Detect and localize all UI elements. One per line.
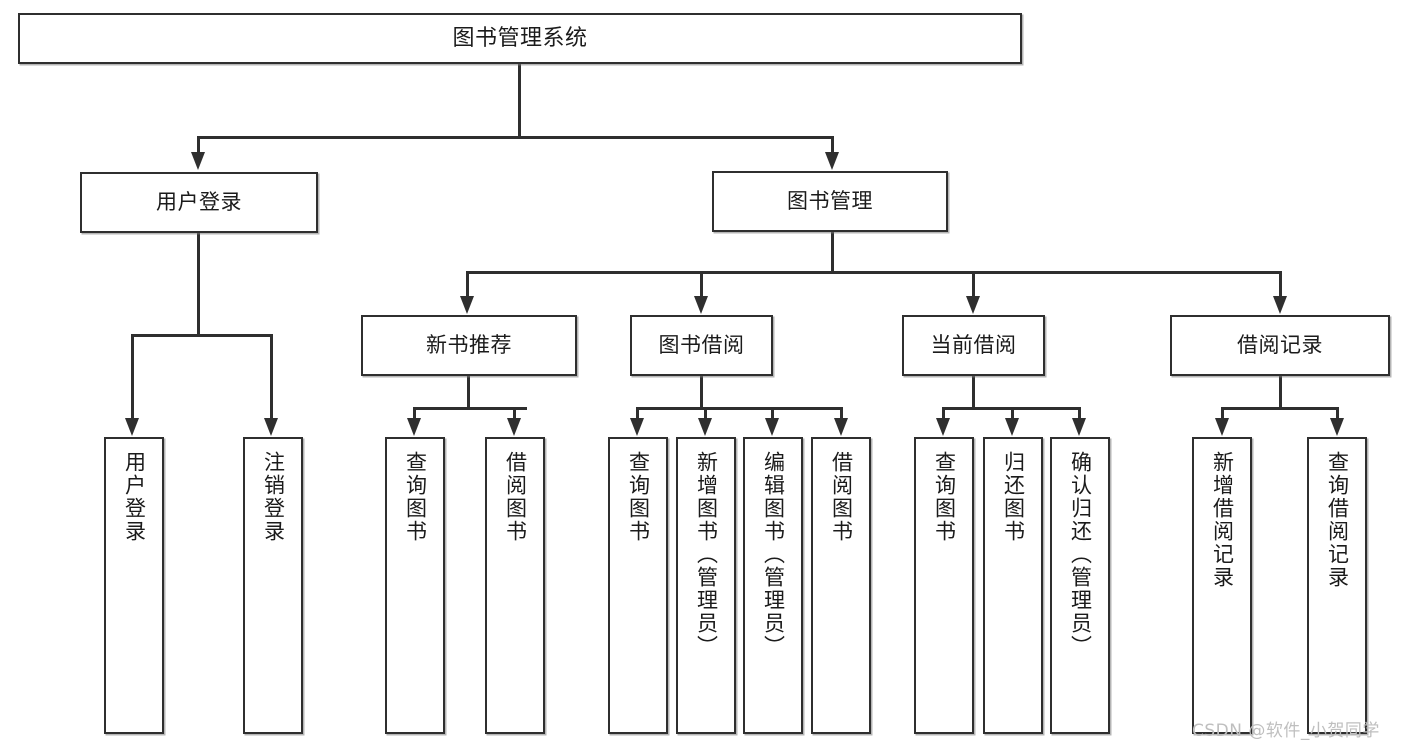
- leaf-borrow-books[interactable]: 借阅图书: [811, 437, 871, 734]
- node-label: 图书管理系统: [452, 25, 588, 51]
- arrow-user-login-to-leaf1: [125, 418, 139, 436]
- node-label: 新书推荐: [426, 333, 512, 358]
- node-label: 图书管理: [787, 189, 873, 214]
- node-user-login[interactable]: 用户登录: [80, 172, 318, 233]
- edge-user-login-stem: [197, 233, 200, 335]
- edge-current-to-leaf2: [1011, 407, 1014, 422]
- edge-current-to-leaf1: [942, 407, 945, 422]
- edge-user-login-to-leaf2: [270, 334, 273, 422]
- node-label: 查询图书: [932, 451, 957, 543]
- node-label: 用户登录: [156, 190, 242, 215]
- arrow-borrow-to-leaf2: [698, 418, 712, 436]
- node-book-borrow[interactable]: 图书借阅: [630, 315, 773, 376]
- node-label: 图书借阅: [658, 333, 745, 358]
- arrow-current-to-leaf1: [936, 418, 950, 436]
- arrow-book-mgmt-to-new-books: [460, 296, 474, 314]
- arrow-borrow-to-leaf4: [834, 418, 848, 436]
- arrow-user-login-to-leaf2: [264, 418, 278, 436]
- arrow-new-books-to-leaf1: [407, 418, 421, 436]
- leaf-logout-login[interactable]: 注销登录: [243, 437, 303, 734]
- edge-borrow-to-leaf4: [840, 407, 843, 422]
- node-label: 用户登录: [122, 451, 147, 543]
- csdn-watermark: CSDN @软件_小贺同学: [1192, 721, 1380, 741]
- leaf-add-borrow-record[interactable]: 新增借阅记录: [1192, 437, 1252, 734]
- edge-book-mgmt-to-records: [1279, 271, 1282, 299]
- arrow-borrow-to-leaf1: [630, 418, 644, 436]
- leaf-confirm-return-admin[interactable]: 确认归还（管理员）: [1050, 437, 1110, 734]
- edge-book-mgmt-to-current: [972, 271, 975, 299]
- edge-records-to-leaf1: [1221, 407, 1224, 422]
- arrow-book-mgmt-to-records: [1273, 296, 1287, 314]
- edge-current-to-leaf3: [1078, 407, 1081, 422]
- node-label: 查询图书: [403, 451, 428, 543]
- node-label: 新增借阅记录: [1210, 451, 1235, 589]
- leaf-query-books-current[interactable]: 查询图书: [914, 437, 974, 734]
- edge-new-books-to-leaf2: [513, 407, 516, 422]
- edge-book-mgmt-to-borrow: [700, 271, 703, 299]
- node-new-book-recommend[interactable]: 新书推荐: [361, 315, 577, 376]
- arrow-current-to-leaf2: [1005, 418, 1019, 436]
- edge-user-login-fork-bar: [131, 334, 273, 337]
- leaf-return-books[interactable]: 归还图书: [983, 437, 1043, 734]
- node-borrow-records[interactable]: 借阅记录: [1170, 315, 1390, 376]
- edge-current-stem: [972, 376, 975, 408]
- node-label: 新增图书（管理员）: [694, 451, 719, 658]
- edge-borrow-to-leaf3: [771, 407, 774, 422]
- node-label: 借阅图书: [503, 451, 528, 543]
- node-label: 查询图书: [626, 451, 651, 543]
- edge-records-stem: [1279, 376, 1282, 408]
- leaf-add-book-admin[interactable]: 新增图书（管理员）: [676, 437, 736, 734]
- edge-borrow-to-leaf1: [636, 407, 639, 422]
- node-label: 当前借阅: [930, 333, 1017, 358]
- edge-root-to-user-login: [197, 136, 200, 158]
- arrow-book-mgmt-to-borrow: [694, 296, 708, 314]
- edge-user-login-to-leaf1: [131, 334, 134, 422]
- edge-new-books-fork-bar: [413, 407, 527, 410]
- edge-borrow-fork-bar: [636, 407, 843, 410]
- arrow-new-books-to-leaf2: [507, 418, 521, 436]
- node-label: 编辑图书（管理员）: [761, 451, 786, 658]
- node-book-management[interactable]: 图书管理: [712, 171, 948, 232]
- node-root-book-management-system[interactable]: 图书管理系统: [18, 13, 1022, 64]
- edge-new-books-stem: [467, 376, 470, 408]
- arrow-borrow-to-leaf3: [765, 418, 779, 436]
- arrow-current-to-leaf3: [1072, 418, 1086, 436]
- edge-book-mgmt-to-new-books: [466, 271, 469, 299]
- node-label: 确认归还（管理员）: [1068, 451, 1093, 658]
- arrow-root-to-book-mgmt: [825, 152, 839, 170]
- edge-root-stem: [518, 64, 521, 137]
- node-label: 注销登录: [261, 451, 286, 543]
- edge-borrow-stem: [700, 376, 703, 408]
- node-label: 借阅图书: [829, 451, 854, 543]
- node-label: 借阅记录: [1237, 333, 1323, 358]
- arrow-book-mgmt-to-current: [966, 296, 980, 314]
- arrow-root-to-user-login: [191, 152, 205, 170]
- leaf-edit-book-admin[interactable]: 编辑图书（管理员）: [743, 437, 803, 734]
- leaf-query-borrow-record[interactable]: 查询借阅记录: [1307, 437, 1367, 734]
- arrow-records-to-leaf2: [1330, 418, 1344, 436]
- edge-book-mgmt-fork-bar: [466, 271, 1280, 274]
- leaf-user-login[interactable]: 用户登录: [104, 437, 164, 734]
- node-label: 查询借阅记录: [1325, 451, 1350, 589]
- edge-records-to-leaf2: [1336, 407, 1339, 422]
- leaf-query-books-borrow[interactable]: 查询图书: [608, 437, 668, 734]
- edge-root-fork-bar: [197, 136, 834, 139]
- edge-book-mgmt-stem: [831, 232, 834, 272]
- edge-new-books-to-leaf1: [413, 407, 416, 422]
- edge-borrow-to-leaf2: [704, 407, 707, 422]
- leaf-borrow-books-recommend[interactable]: 借阅图书: [485, 437, 545, 734]
- leaf-query-books-recommend[interactable]: 查询图书: [385, 437, 445, 734]
- node-label: 归还图书: [1001, 451, 1026, 543]
- edge-records-fork-bar: [1221, 407, 1337, 410]
- edge-root-to-book-mgmt: [831, 136, 834, 158]
- arrow-records-to-leaf1: [1215, 418, 1229, 436]
- node-current-borrow[interactable]: 当前借阅: [902, 315, 1045, 376]
